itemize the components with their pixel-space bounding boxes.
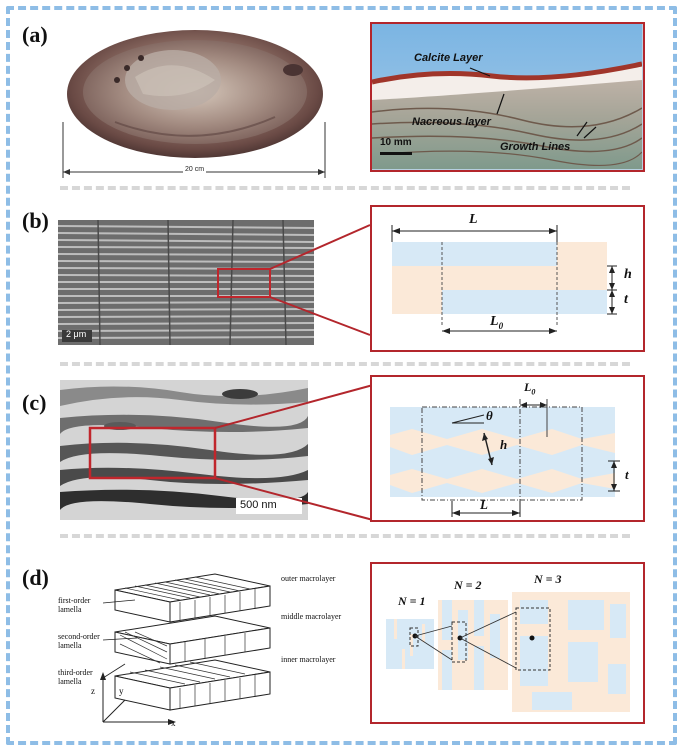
- axis-y-label: y: [119, 686, 124, 696]
- hierarchical-levels-diagram: [386, 592, 630, 712]
- symbol-h-b: h: [624, 267, 632, 282]
- separator-bc: [60, 362, 630, 366]
- panel-label-d: (d): [22, 565, 49, 590]
- shell-scale-label: 20 cm: [183, 166, 207, 173]
- hierarchical-levels-box: N = 1 N = 2 N = 3: [370, 562, 645, 724]
- brick-mortar-unit-box: L L0 h t: [370, 205, 645, 352]
- symbol-L-c: L: [480, 497, 488, 512]
- tem-micrograph: 500 nm: [60, 380, 308, 520]
- abalone-shell-photo: 20 cm: [55, 22, 345, 182]
- symbol-t-c: t: [625, 467, 629, 482]
- calcite-layer-label: Calcite Layer: [414, 52, 483, 64]
- hierarchical-structure-schematic: outer macrolayer middle macrolayer inner…: [55, 560, 365, 735]
- separator-ab: [60, 186, 630, 190]
- brick-mortar-diagram: [391, 225, 617, 334]
- middle-macrolayer-label: middle macrolayer: [281, 612, 342, 621]
- nacre-scale-label: 10 mm: [380, 137, 412, 148]
- outer-dashed-frame: [6, 6, 677, 745]
- panel-label-b: (b): [22, 208, 49, 233]
- nacre-cross-section-photo: [372, 24, 642, 169]
- interlocking-unit-box: L0 θ h t L: [370, 375, 645, 522]
- symbol-L0-b: L0: [490, 314, 504, 331]
- axis-z-label: z: [91, 686, 95, 696]
- symbol-theta-c: θ: [486, 408, 493, 423]
- symbol-L0-c: L0: [524, 380, 536, 397]
- nacre-cross-section-box: Calcite Layer Nacreous layer Growth Line…: [370, 22, 645, 172]
- zoom-lines-b: [269, 224, 371, 336]
- level-n3-label: N = 3: [534, 572, 562, 586]
- panel-label-c: (c): [22, 390, 47, 415]
- axis-x-label: x: [171, 718, 176, 728]
- tem-scale-label: 500 nm: [240, 499, 277, 511]
- nacreous-layer-label: Nacreous layer: [412, 116, 491, 128]
- symbol-t-b: t: [624, 292, 628, 307]
- level-n2-label: N = 2: [454, 578, 482, 592]
- symbol-L-b: L: [469, 212, 478, 227]
- inner-macrolayer-label: inner macrolayer: [281, 655, 336, 664]
- outer-macrolayer-label: outer macrolayer: [281, 574, 336, 583]
- level-n1-label: N = 1: [398, 594, 426, 608]
- zoom-lines-c: [214, 384, 374, 521]
- interlocking-diagram: [390, 399, 620, 517]
- sem-scale-label: 2 μm: [66, 329, 87, 339]
- panel-label-a: (a): [22, 22, 48, 47]
- symbol-h-c: h: [500, 437, 508, 452]
- sem-brick-micrograph: 2 μm: [58, 220, 314, 345]
- growth-lines-label: Growth Lines: [500, 141, 571, 153]
- separator-cd: [60, 534, 630, 538]
